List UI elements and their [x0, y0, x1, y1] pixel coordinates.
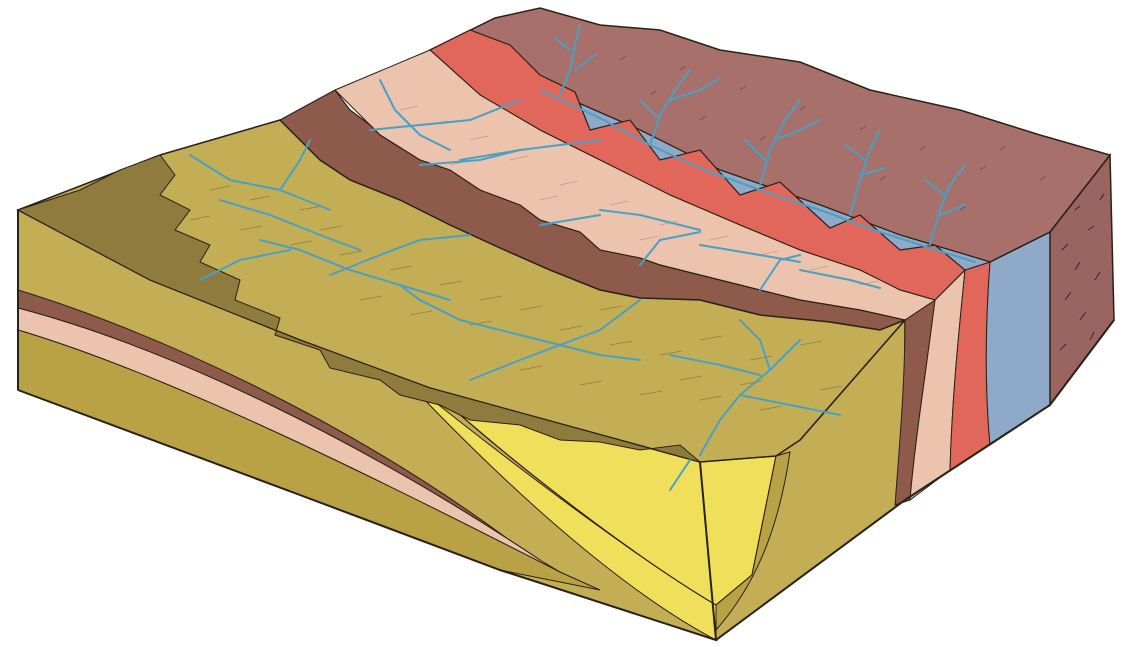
- side-face-blue-band: [986, 232, 1050, 445]
